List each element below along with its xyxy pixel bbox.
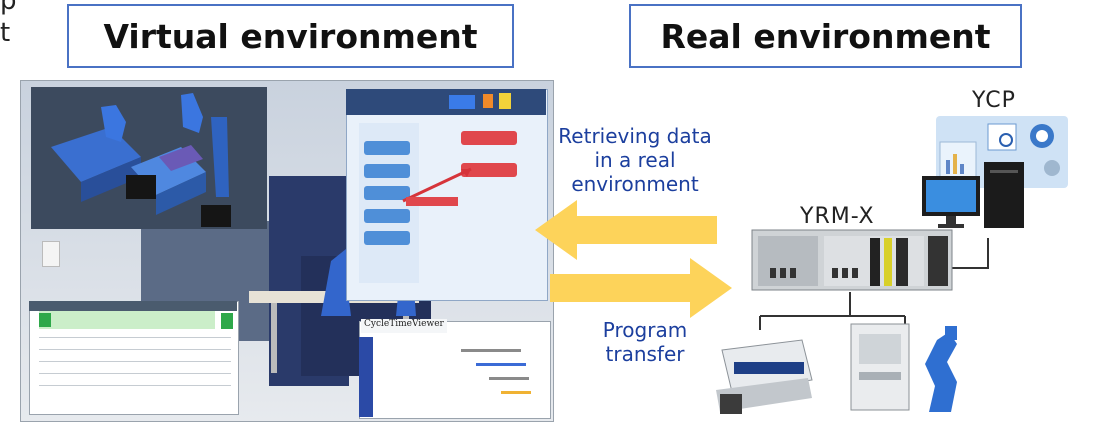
edge-text-top: p xyxy=(0,0,17,16)
yrm-x-controller-icon xyxy=(751,229,953,291)
toolbar-button[interactable] xyxy=(449,95,475,109)
cycle-time-viewer-title: CycleTimeViewer xyxy=(361,319,447,333)
red-arrow-icon xyxy=(402,167,472,203)
menu-item-button[interactable] xyxy=(364,141,410,155)
ycp-label: YCP xyxy=(972,88,1016,113)
retrieving-line-1: Retrieving data xyxy=(558,124,712,148)
press-brake-icon xyxy=(716,339,813,414)
connection-lines xyxy=(759,238,989,330)
data-table-row-highlight[interactable] xyxy=(39,311,215,329)
virtual-environment-title: Virtual environment xyxy=(67,4,514,68)
yrm-x-label: YRM-X xyxy=(800,204,875,229)
retrieving-caption: Retrieving data in a real environment xyxy=(540,124,730,196)
status-indicator xyxy=(221,313,233,329)
table-divider xyxy=(39,349,231,350)
scene-table-leg xyxy=(271,303,277,373)
real-environment-title: Real environment xyxy=(629,4,1022,68)
red-bar xyxy=(406,197,458,206)
robot-cell-icon xyxy=(51,93,231,227)
menu-item-button[interactable] xyxy=(364,186,410,200)
data-table-header xyxy=(29,301,237,311)
timeline-bar xyxy=(489,377,529,380)
timeline-bar xyxy=(501,391,531,394)
viewer-sidebar xyxy=(359,337,373,417)
red-button[interactable] xyxy=(461,163,517,177)
timeline-bar xyxy=(461,349,521,352)
menu-item-button[interactable] xyxy=(364,164,410,178)
cycle-time-viewer-panel xyxy=(359,321,551,419)
menu-item-button[interactable] xyxy=(364,231,410,245)
program-line-1: Program xyxy=(602,318,688,342)
toolbar-icon xyxy=(483,94,493,108)
retrieving-line-2: in a real xyxy=(594,148,676,172)
table-divider xyxy=(39,385,231,386)
toolbar-icon xyxy=(499,93,511,109)
menu-toolbar xyxy=(346,89,546,115)
program-caption: Program transfer xyxy=(560,318,730,366)
virtual-environment-label: Virtual environment xyxy=(103,16,478,56)
table-divider xyxy=(39,373,231,374)
program-line-2: transfer xyxy=(605,342,685,366)
table-divider xyxy=(39,361,231,362)
timeline-bar xyxy=(476,363,526,366)
real-environment-label: Real environment xyxy=(660,16,991,56)
menu-item-button[interactable] xyxy=(364,209,410,223)
retrieving-line-3: environment xyxy=(571,172,699,196)
red-button[interactable] xyxy=(461,131,517,145)
retrieving-arrow-icon xyxy=(535,200,717,260)
scene-side-button[interactable] xyxy=(42,241,60,267)
edge-text-bottom: t xyxy=(0,18,11,48)
computer-icon xyxy=(922,162,1024,228)
ycp-software-icon xyxy=(936,116,1068,188)
status-indicator xyxy=(39,313,51,327)
program-arrow-icon xyxy=(550,258,732,318)
simulation-screenshot: CycleTimeViewer xyxy=(20,80,554,422)
table-divider xyxy=(39,337,231,338)
robot-controller-icon xyxy=(850,323,957,412)
